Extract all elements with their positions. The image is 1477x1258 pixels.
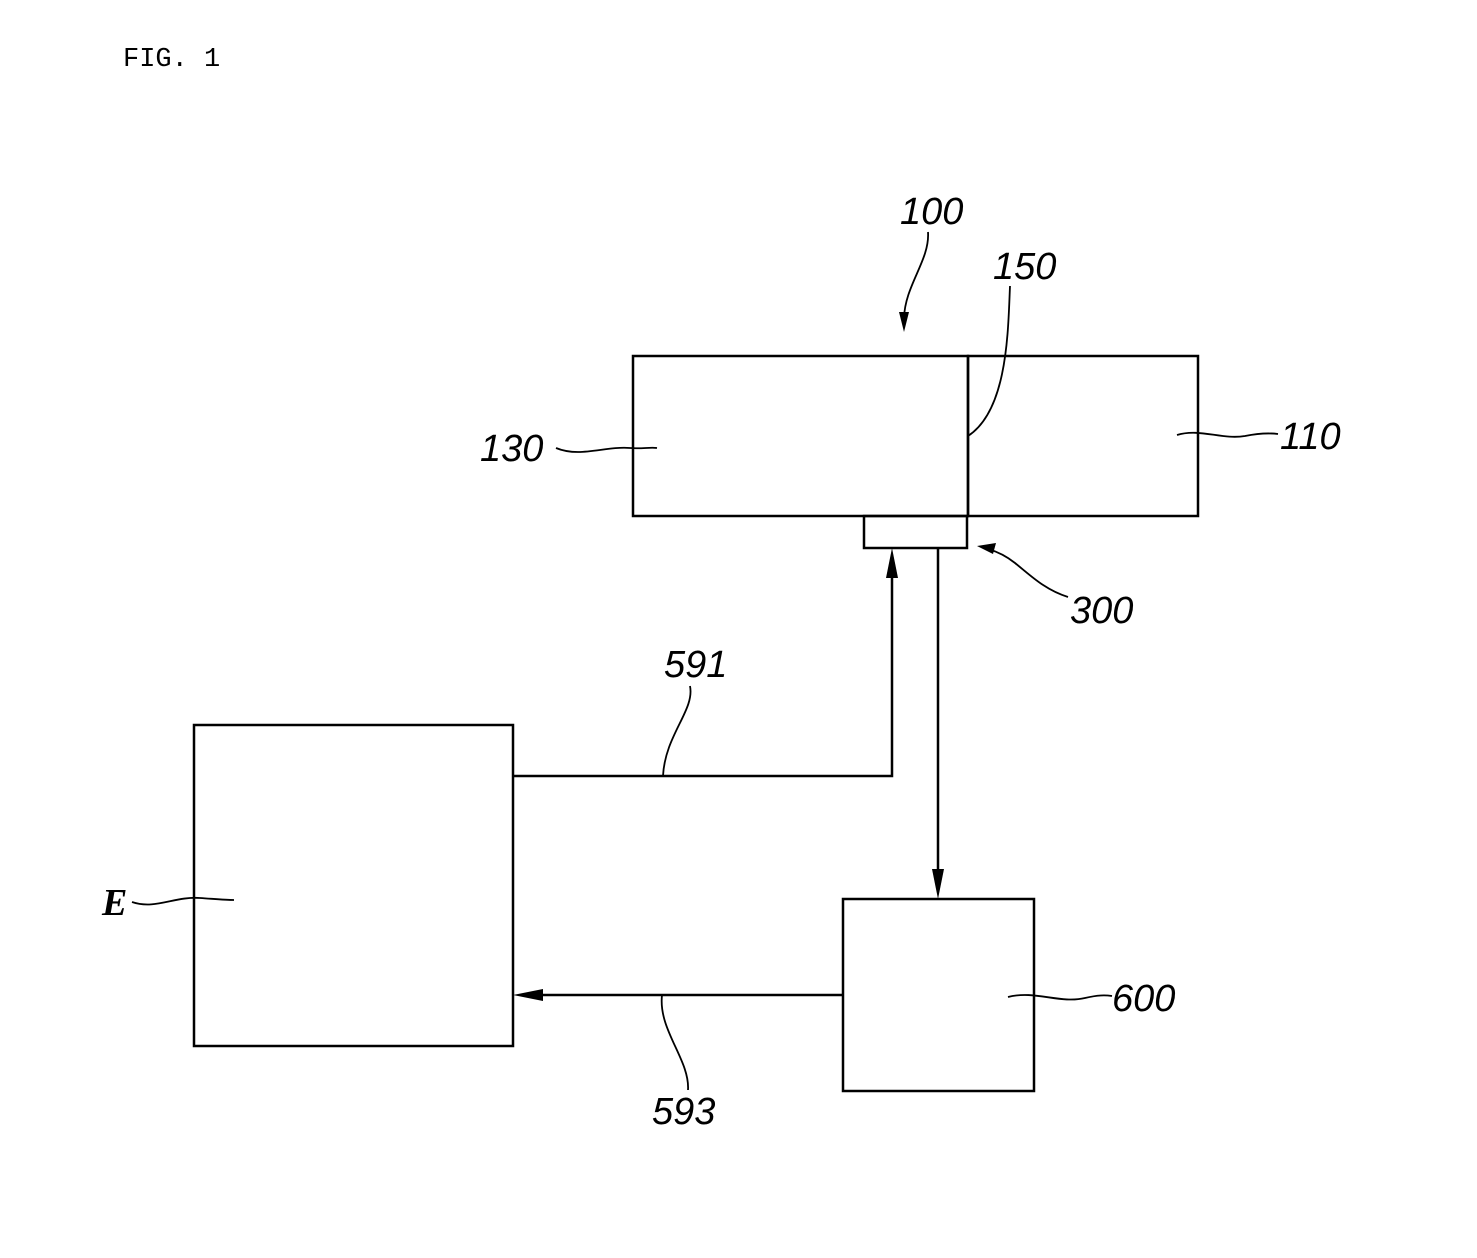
label-150: 150 [993,246,1056,288]
arrowhead-100 [899,312,909,332]
label-100: 100 [900,191,963,233]
leader-130 [556,448,657,452]
label-591: 591 [664,644,727,686]
component-130-box [633,356,968,516]
leader-110 [1177,433,1278,437]
component-300-box [864,516,967,548]
label-600: 600 [1112,978,1175,1020]
leader-300 [988,549,1068,597]
leader-591 [663,686,691,776]
leader-593 [662,995,688,1090]
component-110-box [968,356,1198,516]
component-600-box [843,899,1034,1091]
arrowhead-300-to-600 [932,869,944,899]
label-110: 110 [1280,416,1341,458]
label-e: E [101,882,127,924]
component-e-box [194,725,513,1046]
figure-title: FIG. 1 [123,45,220,75]
leader-150 [968,286,1010,436]
arrowhead-300 [977,543,996,554]
arrowhead-591 [886,548,898,578]
leader-100 [904,232,928,318]
leader-600 [1008,995,1112,1000]
label-130: 130 [480,428,543,470]
label-300: 300 [1070,590,1133,632]
leader-e [132,898,234,905]
arrowhead-593 [513,989,543,1001]
label-593: 593 [652,1091,715,1133]
